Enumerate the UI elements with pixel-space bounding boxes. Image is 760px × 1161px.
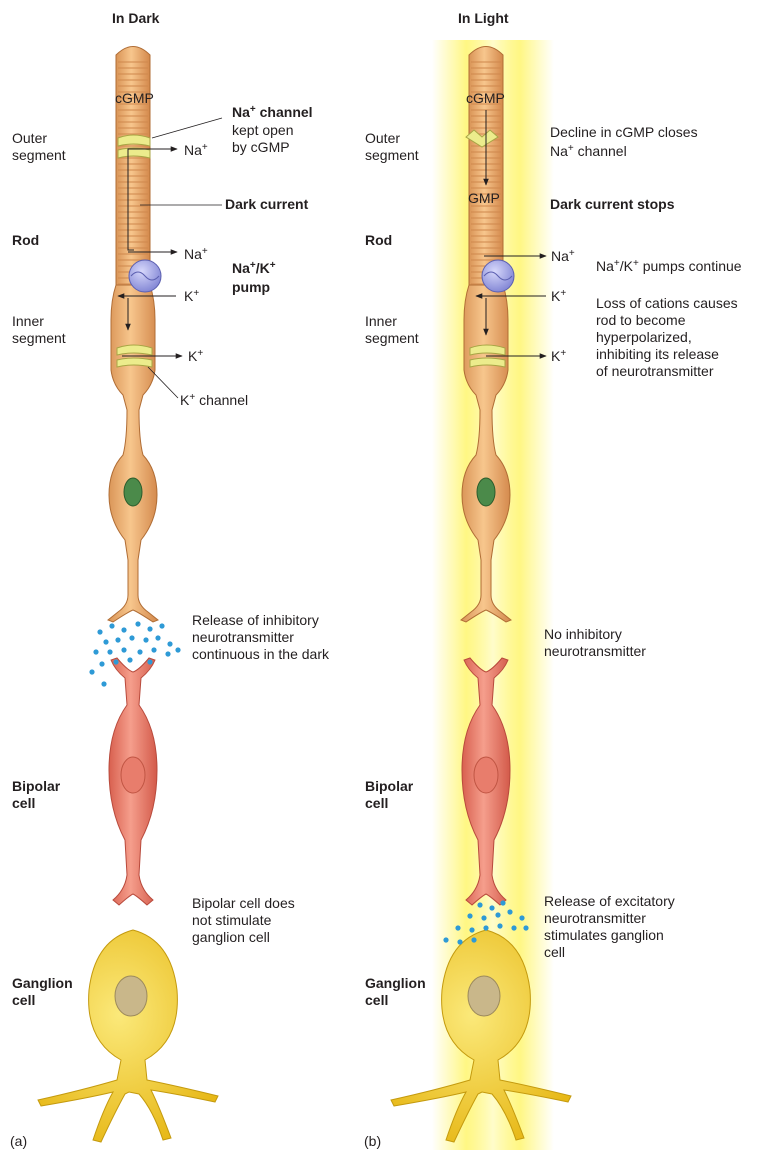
neurotransmitter-dot xyxy=(147,626,152,631)
neurotransmitter-dot xyxy=(121,647,126,652)
neurotransmitter-dot xyxy=(97,629,102,634)
ganglion-cell-dark xyxy=(38,930,218,1142)
neurotransmitter-dot xyxy=(155,635,160,640)
bipolar-no-stimulate-text: Bipolar cell does not stimulate ganglion… xyxy=(192,895,295,946)
neurotransmitter-dot xyxy=(89,669,94,674)
neurotransmitter-dot xyxy=(507,909,512,914)
neurotransmitter-dot xyxy=(511,925,516,930)
neurotransmitter-dot xyxy=(443,937,448,942)
neurotransmitter-dot xyxy=(129,635,134,640)
cgmp-label-light: cGMP xyxy=(466,90,505,107)
neurotransmitter-dot xyxy=(523,925,528,930)
neurotransmitter-dot xyxy=(477,902,482,907)
neurotransmitter-dot xyxy=(137,649,142,654)
k-ion-label-1: K+ xyxy=(184,288,199,307)
neurotransmitter-dot xyxy=(519,915,524,920)
neurotransmitter-dot xyxy=(103,639,108,644)
neurotransmitter-dot xyxy=(107,649,112,654)
na-channel-title: Na+ channel xyxy=(232,104,313,123)
decline-text-line2: Na+ channel xyxy=(550,143,627,162)
neurotransmitter-dot xyxy=(109,623,114,628)
excitatory-release-text: Release of excitatory neurotransmitter s… xyxy=(544,893,675,961)
neurotransmitter-dot xyxy=(147,659,152,664)
neurotransmitter-dot xyxy=(467,913,472,918)
hyperpolarized-text: Loss of cations causes rod to become hyp… xyxy=(596,295,738,380)
panel-b-letter: (b) xyxy=(364,1133,381,1150)
neurotransmitter-dot xyxy=(471,937,476,942)
neurotransmitter-dot xyxy=(99,661,104,666)
panel-a-letter: (a) xyxy=(10,1133,27,1150)
dark-current-label: Dark current xyxy=(225,196,308,213)
label-bipolar-cell-dark: Bipolar cell xyxy=(12,778,60,812)
neurotransmitter-dot xyxy=(481,915,486,920)
dark-current-stops-label: Dark current stops xyxy=(550,196,674,213)
neurotransmitter-dot xyxy=(175,647,180,652)
neurotransmitter-dot xyxy=(469,927,474,932)
k-ion-label-light-2: K+ xyxy=(551,348,566,367)
k-ion-label-light-1: K+ xyxy=(551,288,566,307)
k-ion-label-2: K+ xyxy=(188,348,203,367)
neurotransmitter-dot xyxy=(457,939,462,944)
label-ganglion-cell-light: Ganglion cell xyxy=(365,975,426,1009)
neurotransmitter-dot xyxy=(151,647,156,652)
neurotransmitter-dot xyxy=(101,681,106,686)
label-rod-dark: Rod xyxy=(12,232,39,249)
na-channel-desc: kept open by cGMP xyxy=(232,122,294,156)
label-ganglion-cell-dark: Ganglion cell xyxy=(12,975,73,1009)
panel-a-title: In Dark xyxy=(112,10,159,27)
neurotransmitter-dot xyxy=(135,621,140,626)
pumps-continue-text: Na+/K+ pumps continue xyxy=(596,258,742,277)
label-outer-segment-dark: Outer segment xyxy=(12,130,66,164)
rod-cell-dark xyxy=(108,47,158,623)
neurotransmitter-dot xyxy=(93,649,98,654)
neurotransmitter-dot xyxy=(165,651,170,656)
neurotransmitter-dot xyxy=(500,900,505,905)
neurotransmitter-dot xyxy=(143,637,148,642)
neurotransmitter-dot xyxy=(497,923,502,928)
neurotransmitter-dot xyxy=(115,637,120,642)
label-inner-segment-light: Inner segment xyxy=(365,313,419,347)
neurotransmitter-dot xyxy=(167,641,172,646)
no-inhibitory-text: No inhibitory neurotransmitter xyxy=(544,626,646,660)
na-ion-label-light: Na+ xyxy=(551,248,575,267)
panel-b-title: In Light xyxy=(458,10,509,27)
neurotransmitter-dot xyxy=(127,657,132,662)
k-channel-label: K+ channel xyxy=(180,392,248,411)
gmp-label-light: GMP xyxy=(468,190,500,207)
neurotransmitter-dot xyxy=(121,627,126,632)
label-inner-segment-dark: Inner segment xyxy=(12,313,66,347)
label-bipolar-cell-light: Bipolar cell xyxy=(365,778,413,812)
na-ion-label-1: Na+ xyxy=(184,142,208,161)
neurotransmitter-dot xyxy=(495,912,500,917)
label-rod-light: Rod xyxy=(365,232,392,249)
decline-text-line1: Decline in cGMP closes xyxy=(550,124,698,141)
bipolar-cell-dark xyxy=(109,658,157,905)
inhibitory-release-text: Release of inhibitory neurotransmitter c… xyxy=(192,612,329,663)
neurotransmitter-dot xyxy=(483,925,488,930)
neurotransmitter-dot xyxy=(113,659,118,664)
pump-label-line1: Na+/K+ xyxy=(232,260,276,279)
neurotransmitter-dot xyxy=(489,905,494,910)
label-outer-segment-light: Outer segment xyxy=(365,130,419,164)
na-ion-label-2: Na+ xyxy=(184,246,208,265)
pump-label-line2: pump xyxy=(232,279,270,296)
neurotransmitter-dot xyxy=(455,925,460,930)
cgmp-label-dark: cGMP xyxy=(115,90,154,107)
neurotransmitter-dot xyxy=(159,623,164,628)
